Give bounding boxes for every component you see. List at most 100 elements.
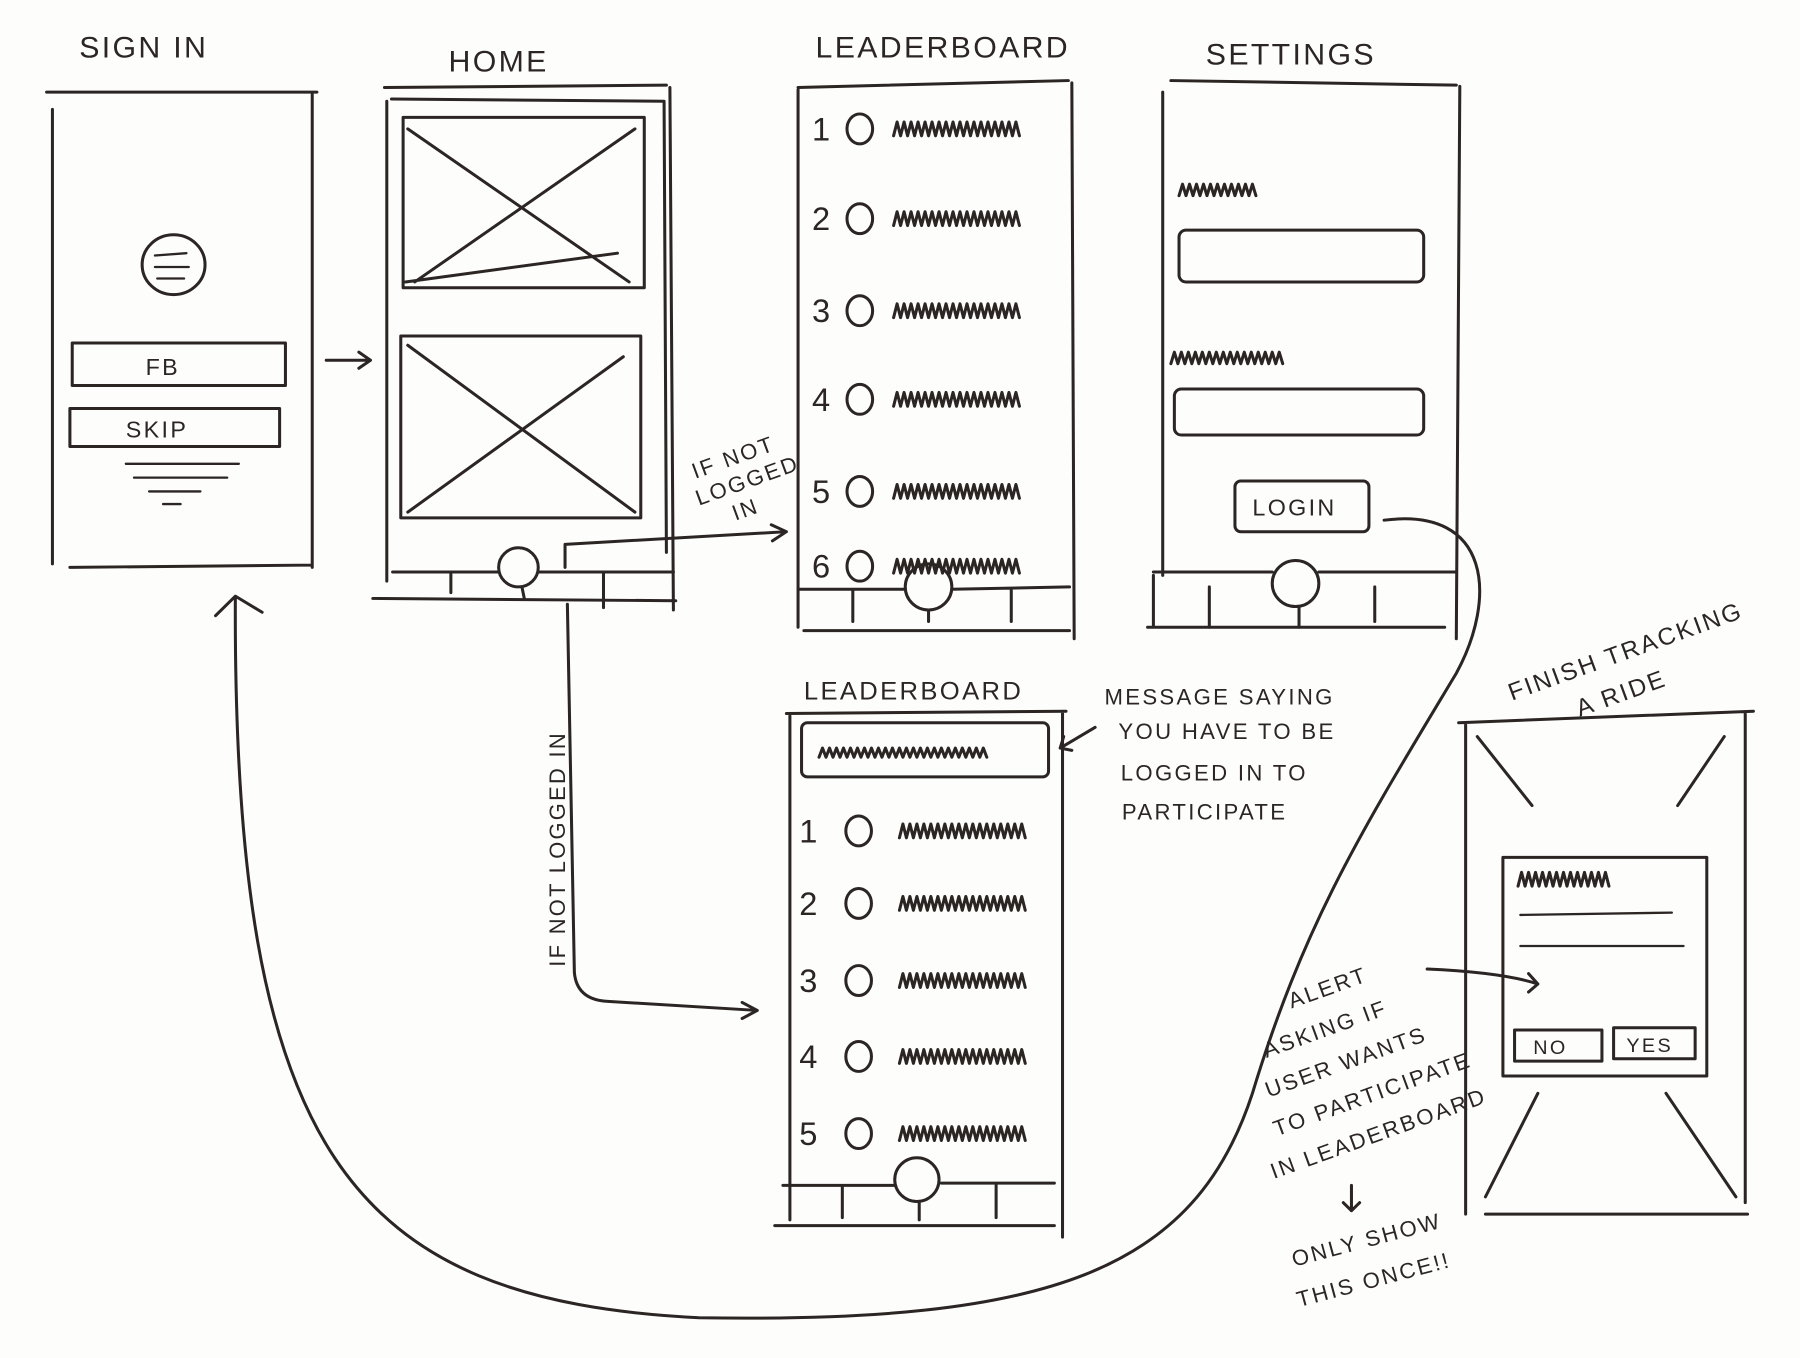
skip-button[interactable] [68,407,282,449]
fb-button[interactable] [70,341,287,388]
svg-text:MESSAGE SAYING: MESSAGE SAYING [1104,684,1334,709]
arrow-signin-to-home [324,350,372,370]
leaderboard-row[interactable]: 4 [799,1039,1027,1075]
tab-bar-center-button[interactable] [1270,558,1321,608]
username-scribble [892,557,1021,575]
settings-input-1[interactable] [1177,228,1426,284]
settings-label-2-scribble [1169,350,1285,366]
user-avatar [844,814,873,848]
tab-bar [1151,570,1458,629]
rank-number: 2 [799,886,819,922]
rank-number: 4 [799,1039,819,1075]
username-scribble [892,390,1021,408]
user-avatar [844,886,873,920]
user-avatar [844,964,873,997]
alert-title-scribble [1516,870,1611,888]
svg-text:PARTICIPATE: PARTICIPATE [1122,800,1287,825]
sign-in-title: SIGN IN [79,32,208,65]
sign-in-frame [45,90,319,569]
settings-input-2[interactable] [1172,387,1426,437]
rank-number: 4 [812,382,832,418]
settings-screen: SETTINGS LOGIN [1146,39,1462,641]
leaderboard-row[interactable]: 3 [812,293,1021,329]
message-scribble [817,746,989,759]
svg-text:LOGGED IN TO: LOGGED IN TO [1121,760,1308,785]
login-required-message-banner [800,721,1051,779]
user-avatar [845,112,875,146]
user-avatar [845,202,875,236]
finish-ride-screen: FINISH TRACKING A RIDE NO YES [1457,597,1755,1216]
message-annotation: MESSAGE SAYING YOU HAVE TO BE LOGGED IN … [1058,684,1335,825]
leaderboard-row[interactable]: 1 [799,814,1027,850]
yes-button[interactable] [1612,1026,1697,1061]
alert-annotation: ALERT ASKING IF USER WANTS TO PARTICIPAT… [1259,962,1489,1184]
user-avatar [845,294,875,328]
leaderboard-row[interactable]: 1 [812,112,1021,148]
rank-number: 3 [812,293,832,329]
leaderboard-row[interactable]: 3 [799,963,1027,999]
arrow-home-to-leaderboard [563,523,788,569]
leaderboard-logged-out-frame [773,709,1068,1239]
settings-frame [1146,79,1462,641]
leaderboard-logged-out-screen: LEADERBOARD 1 2 3 4 5 [773,678,1068,1239]
username-scribble [897,895,1027,912]
no-button[interactable] [1513,1028,1604,1063]
user-avatar [845,549,875,583]
tab-bar [391,570,675,610]
rank-number: 5 [812,474,832,510]
leaderboard-row[interactable]: 2 [812,201,1021,237]
map-background-lines [1475,735,1738,1199]
arrow-alert-note [1425,967,1540,994]
leaderboard-frame [796,79,1076,641]
login-button[interactable] [1233,479,1371,534]
tab-bar-center-button[interactable] [903,562,954,612]
username-scribble [892,483,1021,500]
user-avatar [845,382,875,416]
username-scribble [897,822,1027,840]
login-button-label: LOGIN [1252,495,1336,521]
not-logged-in-label-right: IF NOT LOGGED IN [688,431,802,525]
leaderboard-row[interactable]: 6 [812,549,1021,585]
leaderboard-row[interactable]: 5 [812,474,1021,510]
rank-number: 6 [812,549,832,585]
arrow-home-to-leaderboard-logged-out [565,602,759,1020]
image-placeholder [399,334,643,520]
not-logged-in-label-down: IF NOT LOGGED IN [545,731,570,967]
home-title: HOME [449,46,549,79]
settings-title: SETTINGS [1206,39,1376,72]
sign-in-screen: SIGN IN FB SKIP [45,32,319,569]
yes-button-label: YES [1626,1035,1673,1057]
leaderboard-row[interactable]: 4 [812,382,1021,418]
username-scribble [897,1125,1027,1142]
user-avatar [844,1117,873,1151]
only-once-annotation: ONLY SHOW THIS ONCE!! [1289,1208,1454,1312]
username-scribble [892,210,1021,228]
arrow-down-note [1341,1183,1362,1213]
rank-number: 1 [812,112,832,148]
alert-body-lines [1519,911,1685,948]
username-scribble [892,120,1021,138]
tab-bar-center-button[interactable] [893,1156,941,1203]
finish-ride-frame [1457,709,1755,1216]
rank-number: 1 [799,814,819,850]
arrow-login-to-sign-in [214,517,1482,1320]
username-scribble [892,302,1021,320]
leaderboard-row[interactable]: 2 [799,886,1027,922]
skip-button-label: SKIP [126,416,188,442]
home-frame [371,83,678,612]
footer-text-lines [124,462,240,506]
leaderboard-row[interactable]: 5 [799,1116,1027,1152]
username-scribble [897,972,1027,989]
leaderboard-logged-out-title: LEADERBOARD [804,678,1023,706]
fb-button-label: FB [146,354,180,380]
svg-text:YOU HAVE TO BE: YOU HAVE TO BE [1118,719,1335,744]
tab-bar [797,585,1072,623]
tab-bar-center-button[interactable] [497,546,540,589]
logo-icon [140,233,207,297]
home-screen: HOME [371,46,678,612]
user-avatar [845,474,875,508]
home-inner-frame [389,97,668,554]
image-placeholder [401,115,646,290]
